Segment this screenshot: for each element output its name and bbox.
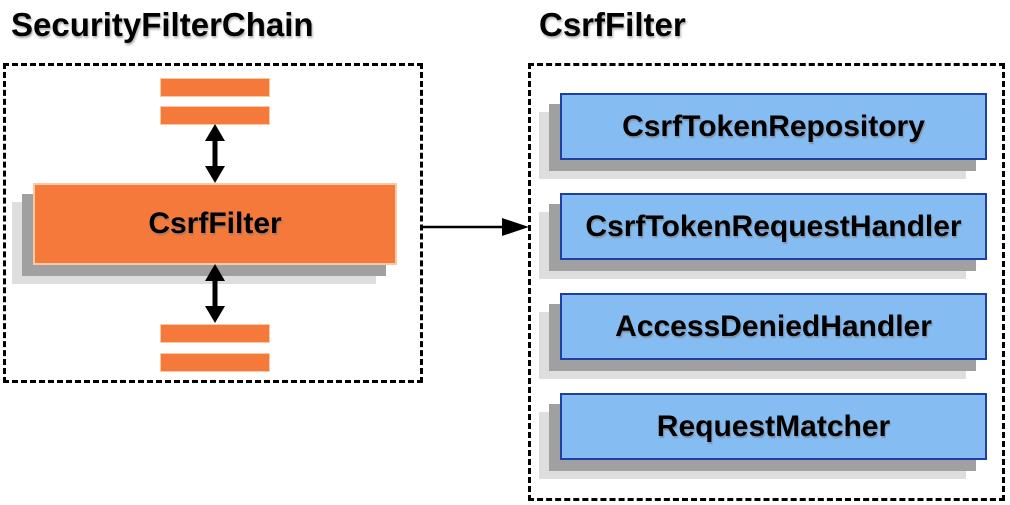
component-box-access-denied-handler: AccessDeniedHandler: [560, 293, 987, 360]
component-label: AccessDeniedHandler: [615, 309, 932, 343]
filter-bar: [160, 106, 270, 125]
flow-arrow-icon: [422, 218, 529, 236]
csrf-filter-box: CsrfFilter: [33, 183, 397, 265]
csrf-filter-title: CsrfFilter: [539, 6, 686, 43]
component-label: RequestMatcher: [656, 409, 891, 443]
component-box-csrf-token-request-handler: CsrfTokenRequestHandler: [560, 193, 987, 260]
security-filter-chain-title: SecurityFilterChain: [11, 6, 314, 43]
filter-bar: [160, 324, 270, 343]
component-label: CsrfTokenRequestHandler: [585, 209, 962, 243]
double-headed-arrow-icon: [205, 124, 225, 183]
double-headed-arrow-icon: [205, 264, 225, 323]
csrf-filter-box-label: CsrfFilter: [148, 207, 282, 240]
component-box-request-matcher: RequestMatcher: [560, 393, 987, 460]
component-box-csrf-token-repository: CsrfTokenRepository: [560, 93, 987, 160]
filter-bar: [160, 353, 270, 372]
security-filter-chain-box: [3, 63, 423, 383]
csrf-filter-detail-box: [528, 63, 1005, 501]
filter-bar: [160, 78, 270, 97]
component-label: CsrfTokenRepository: [622, 109, 925, 143]
